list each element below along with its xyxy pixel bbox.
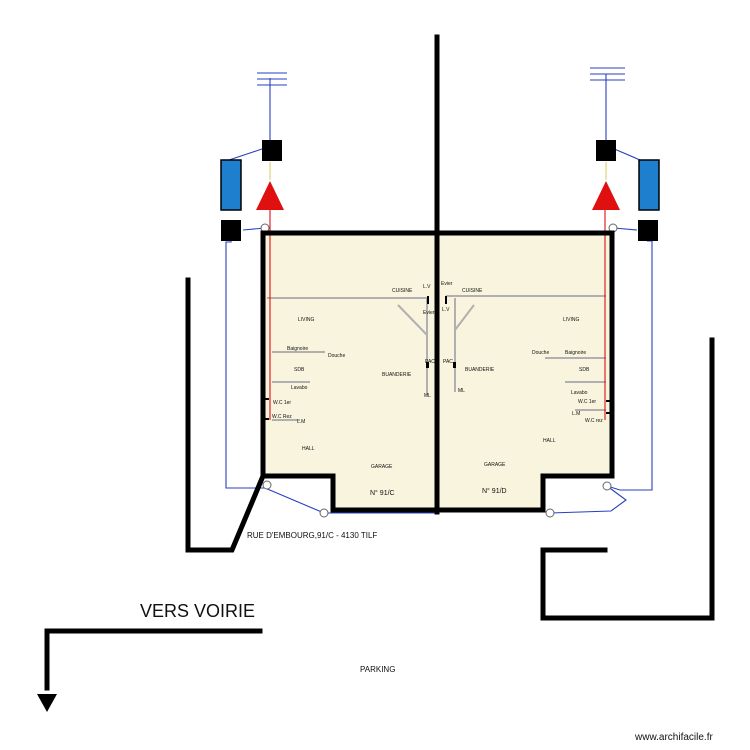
address-label: RUE D'EMBOURG,91/C - 4130 TILF <box>247 531 377 540</box>
left-tank-icon <box>220 159 242 211</box>
left-wcrez-label: W.C Rez <box>272 414 292 420</box>
left-pump-icon <box>256 181 284 210</box>
watermark: www.archifacile.fr <box>634 732 713 743</box>
right-garage-floor <box>437 476 543 510</box>
right-evier-label: Evier <box>441 281 453 287</box>
right-wc1er-label: W.C 1er <box>578 399 596 405</box>
right-unit-floor <box>437 233 612 476</box>
left-unit-number: N° 91/C <box>370 489 395 497</box>
left-evier-label: Evier <box>423 310 435 316</box>
right-partitions <box>446 295 606 411</box>
right-ml-label: ML <box>458 388 465 394</box>
left-sdb-label: SDB <box>294 367 305 373</box>
fixture-markers <box>265 296 610 420</box>
left-living-label: LIVING <box>298 317 315 323</box>
left-equipment <box>220 140 329 518</box>
right-unit-number: N° 91/D <box>482 487 507 495</box>
left-wc1er-label: W.C 1er <box>273 400 291 406</box>
right-garage-label: GARAGE <box>484 462 506 468</box>
left-pac-label: PAC <box>425 359 435 365</box>
right-baignoire-label: Baignoire <box>565 350 586 356</box>
left-partitions <box>267 297 428 421</box>
left-garage-floor <box>333 476 437 510</box>
parking-label: PARKING <box>360 665 395 674</box>
left-buanderie-label: BUANDERIE <box>382 372 412 378</box>
left-cuisine-label: CUISINE <box>392 288 413 294</box>
direction-label: VERS VOIRIE <box>140 601 255 621</box>
right-lv-label: L.V <box>442 307 450 313</box>
walls <box>44 34 715 691</box>
right-sdb-label: SDB <box>579 367 590 373</box>
right-valve-icon <box>545 508 555 518</box>
right-pac-label: PAC <box>443 359 453 365</box>
right-pump-icon <box>592 181 620 210</box>
right-living-label: LIVING <box>563 317 580 323</box>
right-douche-label: Douche <box>532 350 549 356</box>
right-wcrez-label: W.C rez <box>585 418 603 424</box>
left-hall-label: HALL <box>302 446 315 452</box>
left-valve-icon <box>319 508 329 518</box>
right-cuisine-label: CUISINE <box>462 288 483 294</box>
left-unit-floor <box>263 233 437 476</box>
left-baignoire-label: Baignoire <box>287 346 308 352</box>
right-tank-icon <box>638 159 660 211</box>
left-ml-label: ML <box>424 393 431 399</box>
left-lavabo-label: Lavabo <box>291 385 308 391</box>
right-valve-icon <box>602 481 612 491</box>
right-top-unit-icon <box>596 140 616 161</box>
right-equipment <box>545 140 660 518</box>
right-hall-label: HALL <box>543 438 556 444</box>
right-lavabo-label: Lavabo <box>571 390 588 396</box>
left-low-unit-icon <box>221 220 241 241</box>
left-valve-icon <box>262 480 272 490</box>
down-arrow-icon <box>37 694 57 712</box>
right-lm-label: L.M <box>572 411 580 417</box>
left-lv-label: L.V <box>423 284 431 290</box>
left-douche-label: Douche <box>328 353 345 359</box>
right-buanderie-label: BUANDERIE <box>465 367 495 373</box>
left-lm-label: L.M <box>297 419 305 425</box>
left-top-unit-icon <box>262 140 282 161</box>
right-low-unit-icon <box>638 220 658 241</box>
left-garage-label: GARAGE <box>371 464 393 470</box>
